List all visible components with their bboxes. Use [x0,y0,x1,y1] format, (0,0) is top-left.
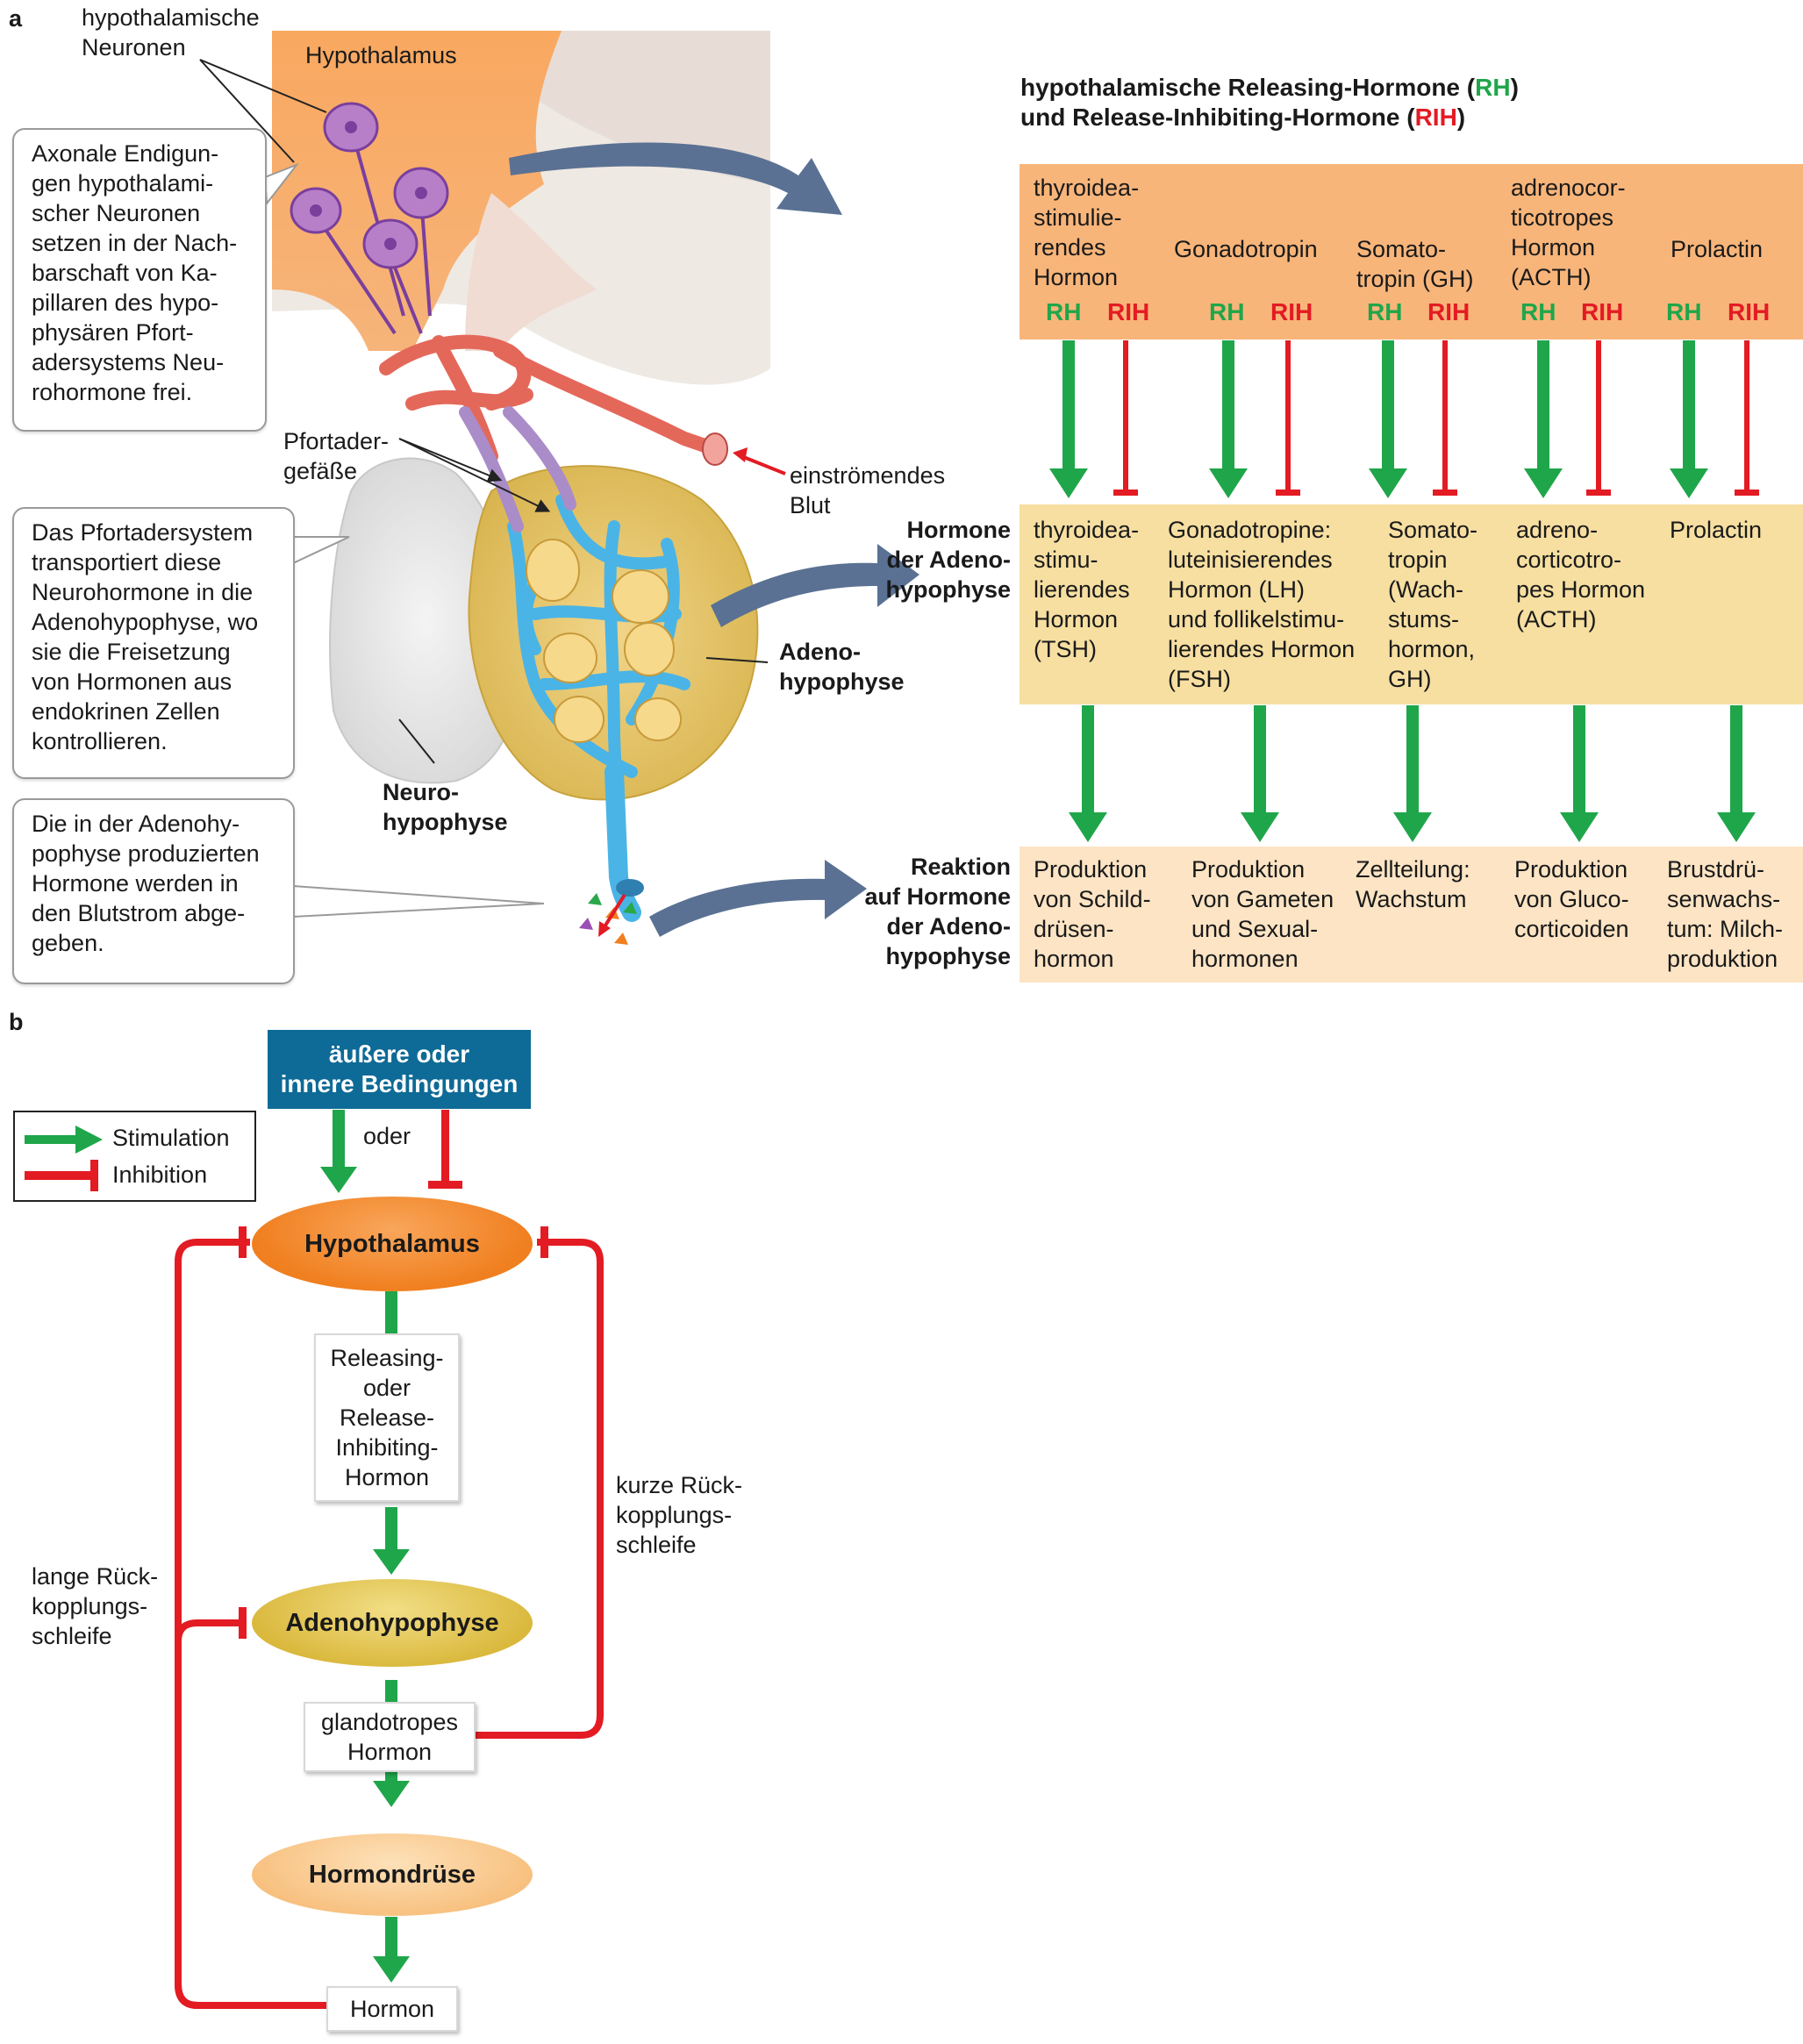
rh-col-gh: Somato- tropin (GH) [1356,236,1474,292]
reaction-arrow-head [1717,812,1756,842]
legend-box [13,1111,256,1202]
rh-arrow-head [1209,468,1248,498]
reaction-thyroid: Produktion von Schild- drüsen- hormon [1034,856,1151,972]
rih-label-3: RIH [1427,298,1470,325]
portal-vessels-label: Pfortader- gefäße [283,428,390,484]
hypothalamus-region-label: Hypothalamus [305,42,457,68]
reaction-arrow-shaft [1254,705,1266,816]
reaction-band [1020,847,1803,983]
rh-col-acth: adrenocor- ticotropes Hormon (ACTH) [1511,175,1626,290]
rh-col-tsh: thyroidea- stimulie- rendes Hormon [1034,175,1140,290]
short-feedback-loop-label: kurze Rück- kopplungs- schleife [616,1472,743,1558]
releasing-hormone-box: Releasing- oder Release- Inhibiting- Hor… [314,1333,460,1502]
rh-col-gonadotropin: Gonadotropin [1174,236,1318,262]
row-label-reaction: Reaktion auf Hormone der Adeno- hypophys… [864,854,1011,969]
reaction-arrow-head [1560,812,1599,842]
reaction-gametes: Produktion von Gameten und Sexual- hormo… [1191,856,1334,972]
rih-label-1: RIH [1107,298,1150,325]
rh-label-5: RH [1666,298,1702,325]
neurons-label: hypothalamische Neuronen [82,4,260,61]
rh-arrow-head [1670,468,1708,498]
reaction-arrow-shaft [1406,705,1419,816]
hormone-gland-node: Hormondrüse [252,1833,533,1916]
panel-label-a: a [9,5,23,32]
rih-inhibition-bar [1735,490,1759,496]
rh-arrow-head [1369,468,1407,498]
adeno-hormone-acth: adreno- corticotro- pes Hormon (ACTH) [1516,517,1646,632]
reaction-milk: Brustdrü- senwachs- tum: Milch- produkti… [1667,856,1784,972]
reaction-arrow-shaft [1573,705,1585,816]
rh-label-3: RH [1367,298,1403,325]
adeno-hormone-gh: Somato- tropin (Wach- stums- hormon, GH) [1388,517,1478,692]
or-label: oder [363,1123,411,1149]
rh-arrow-shaft [1062,340,1075,472]
rih-inhibition-line [1442,340,1448,491]
neurohypophyse-label: Neuro- hypophyse [383,779,508,835]
rih-label-2: RIH [1270,298,1313,325]
rh-col-prolactin: Prolactin [1671,236,1764,262]
hormone-box: Hormon [326,1986,458,2032]
table-title: hypothalamische Releasing-Hormone (RH) u… [1020,74,1519,131]
rih-inhibition-bar [1113,490,1138,496]
rh-band [1020,164,1803,339]
legend-inhibition-label: Inhibition [112,1161,208,1188]
rih-inhibition-bar [1433,490,1457,496]
callout-portal-system: Das Pfortadersystem transportiert diese … [12,507,295,779]
reaction-arrow-shaft [1082,705,1094,816]
reaction-arrow-head [1069,812,1107,842]
rh-arrow-head [1524,468,1563,498]
rih-inhibition-line [1596,340,1601,491]
hypothalamus-node: Hypothalamus [252,1197,533,1291]
rh-label-2: RH [1209,298,1245,325]
panel-label-b: b [9,1009,24,1035]
rh-label-4: RH [1520,298,1556,325]
hormone-band [1020,504,1803,704]
rih-label-4: RIH [1581,298,1624,325]
rih-inhibition-bar [1276,490,1300,496]
rh-arrow-shaft [1222,340,1234,472]
adeno-hormone-prolactin: Prolactin [1670,517,1763,543]
adenohypophyse-label: Adeno- hypophyse [779,639,905,695]
rih-inhibition-line [1123,340,1128,491]
rih-inhibition-line [1285,340,1291,491]
long-feedback-loop-label: lange Rück- kopplungs- schleife [32,1563,159,1649]
rih-inhibition-bar [1586,490,1611,496]
conditions-box: äußere oder innere Bedingungen [268,1030,531,1109]
rh-label-1: RH [1046,298,1082,325]
callout-axon-endings: Axonale Endigun- gen hypothalami- scher … [12,128,267,432]
inflowing-blood-label: einströmendes Blut [790,462,946,518]
adeno-hormone-lh-fsh: Gonadotropine: luteinisierendes Hormon (… [1168,517,1356,692]
legend-stimulation-label: Stimulation [112,1125,230,1151]
rih-label-5: RIH [1728,298,1771,325]
adeno-hormone-tsh: thyroidea- stimu- lierendes Hormon (TSH) [1034,517,1140,662]
rih-inhibition-line [1744,340,1749,491]
row-label-hormones: Hormone der Adeno- hypophyse [885,517,1011,603]
reaction-arrow-head [1241,812,1279,842]
callout-blood-release: Die in der Adenohy- pophyse produzierten… [12,798,295,984]
reaction-growth: Zellteilung: Wachstum [1356,856,1470,912]
reaction-arrow-shaft [1730,705,1742,816]
rh-arrow-shaft [1683,340,1695,472]
reaction-glucocorticoids: Produktion von Gluco- corticoiden [1514,856,1629,942]
rh-arrow-shaft [1537,340,1549,472]
glandotropic-hormone-box: glandotropes Hormon [304,1702,476,1772]
adenohypophyse-node: Adenohypophyse [252,1579,533,1667]
rh-arrow-head [1049,468,1088,498]
reaction-arrow-head [1393,812,1432,842]
rh-arrow-shaft [1382,340,1394,472]
